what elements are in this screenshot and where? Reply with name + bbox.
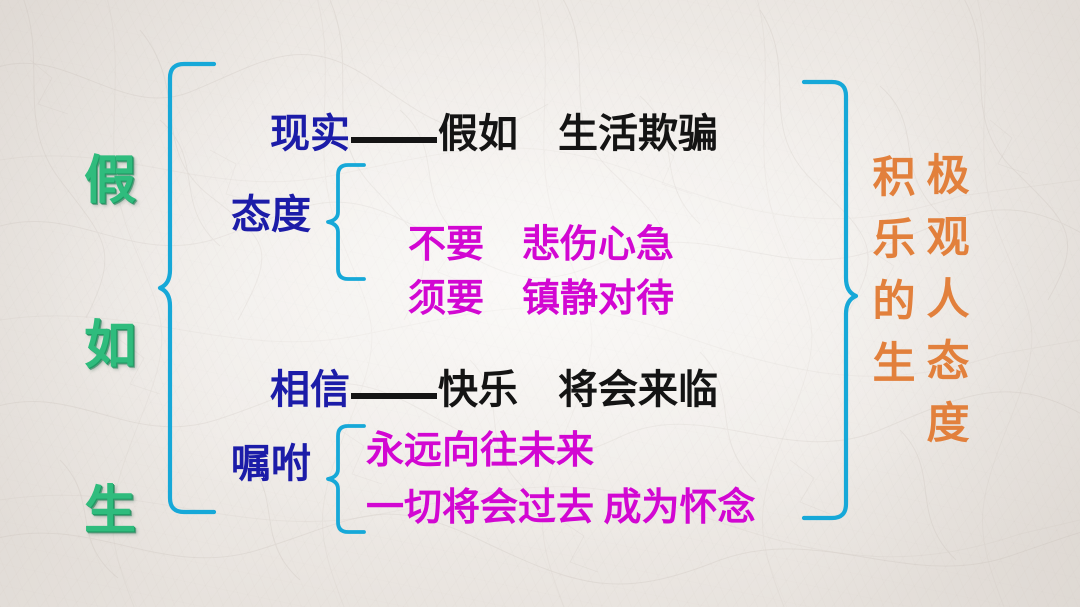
left-title-char: 假	[83, 153, 136, 210]
right-title-column-left: 积 乐 的 生	[868, 148, 920, 396]
row-reality-connector	[351, 137, 437, 143]
row-attitude-line1-b: 悲伤心急	[522, 224, 675, 266]
right-title-column-right: 极 观 人 态 度	[922, 146, 974, 456]
main-left-brace	[157, 58, 218, 518]
left-title-char: 生	[83, 483, 136, 540]
row-advice-label: 嘱咐	[231, 441, 311, 486]
row-attitude-line2-b: 镇静对待	[522, 278, 675, 320]
row-reality: 现实 假如 生活欺骗	[230, 62, 718, 206]
row-believe-gap	[518, 367, 558, 412]
row-attitude-label: 态度	[231, 192, 311, 237]
row-reality-text-b: 生活欺骗	[558, 111, 718, 156]
right-title-char: 的	[872, 279, 916, 326]
right-vertical-title: 积 乐 的 生 极 观 人 态 度	[866, 146, 974, 448]
row-believe-connector	[351, 393, 437, 399]
row-believe-text-b: 将会来临	[558, 367, 718, 412]
right-title-char: 度	[926, 401, 970, 448]
right-title-char: 积	[872, 155, 916, 202]
right-title-char: 态	[926, 339, 970, 386]
left-vertical-title: 假 如 生 活 欺 骗 了 你	[72, 44, 148, 607]
row-believe-text-a: 快乐	[438, 367, 518, 412]
row-attitude-line1-a: 不要	[408, 224, 485, 266]
row-believe: 相信 快乐 将会来临	[230, 318, 718, 462]
row-reality-text-a: 假如	[438, 111, 518, 156]
row-reality-label: 现实	[270, 111, 350, 156]
right-title-char: 乐	[872, 217, 916, 264]
row-attitude-line1: 不要 悲伤心急	[370, 176, 674, 314]
row-advice-line1: 永远向往未来	[366, 430, 595, 472]
row-reality-gap	[518, 111, 558, 156]
right-title-char: 生	[872, 341, 916, 388]
right-title-char: 观	[926, 215, 970, 262]
right-title-char: 人	[926, 277, 970, 324]
row-attitude-line2-gap	[484, 278, 522, 320]
left-title-char: 如	[83, 318, 136, 375]
row-believe-label: 相信	[270, 367, 350, 412]
main-right-brace	[800, 76, 860, 524]
row-advice-line2: 一切将会过去 成为怀念	[366, 487, 756, 529]
right-title-char: 极	[926, 153, 970, 200]
row-attitude-line2: 须要 镇静对待	[370, 230, 674, 368]
row-attitude-line2-a: 须要	[408, 278, 485, 320]
